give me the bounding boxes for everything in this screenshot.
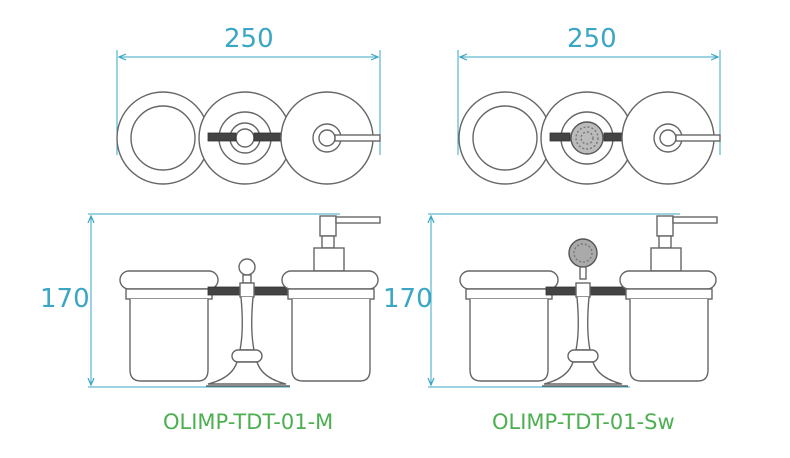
left-height-dimension: 170 bbox=[40, 284, 90, 314]
right-width-dimension: 250 bbox=[567, 24, 617, 54]
left-width-dimension: 250 bbox=[224, 24, 274, 54]
right-model-label: OLIMP-TDT-01-Sw bbox=[492, 410, 675, 434]
left-top-view bbox=[116, 50, 381, 185]
left-model-label: OLIMP-TDT-01-M bbox=[163, 410, 334, 434]
right-top-view bbox=[457, 50, 721, 185]
right-height-dimension: 170 bbox=[383, 284, 433, 314]
right-front-view bbox=[428, 213, 718, 388]
left-front-view bbox=[88, 213, 381, 388]
